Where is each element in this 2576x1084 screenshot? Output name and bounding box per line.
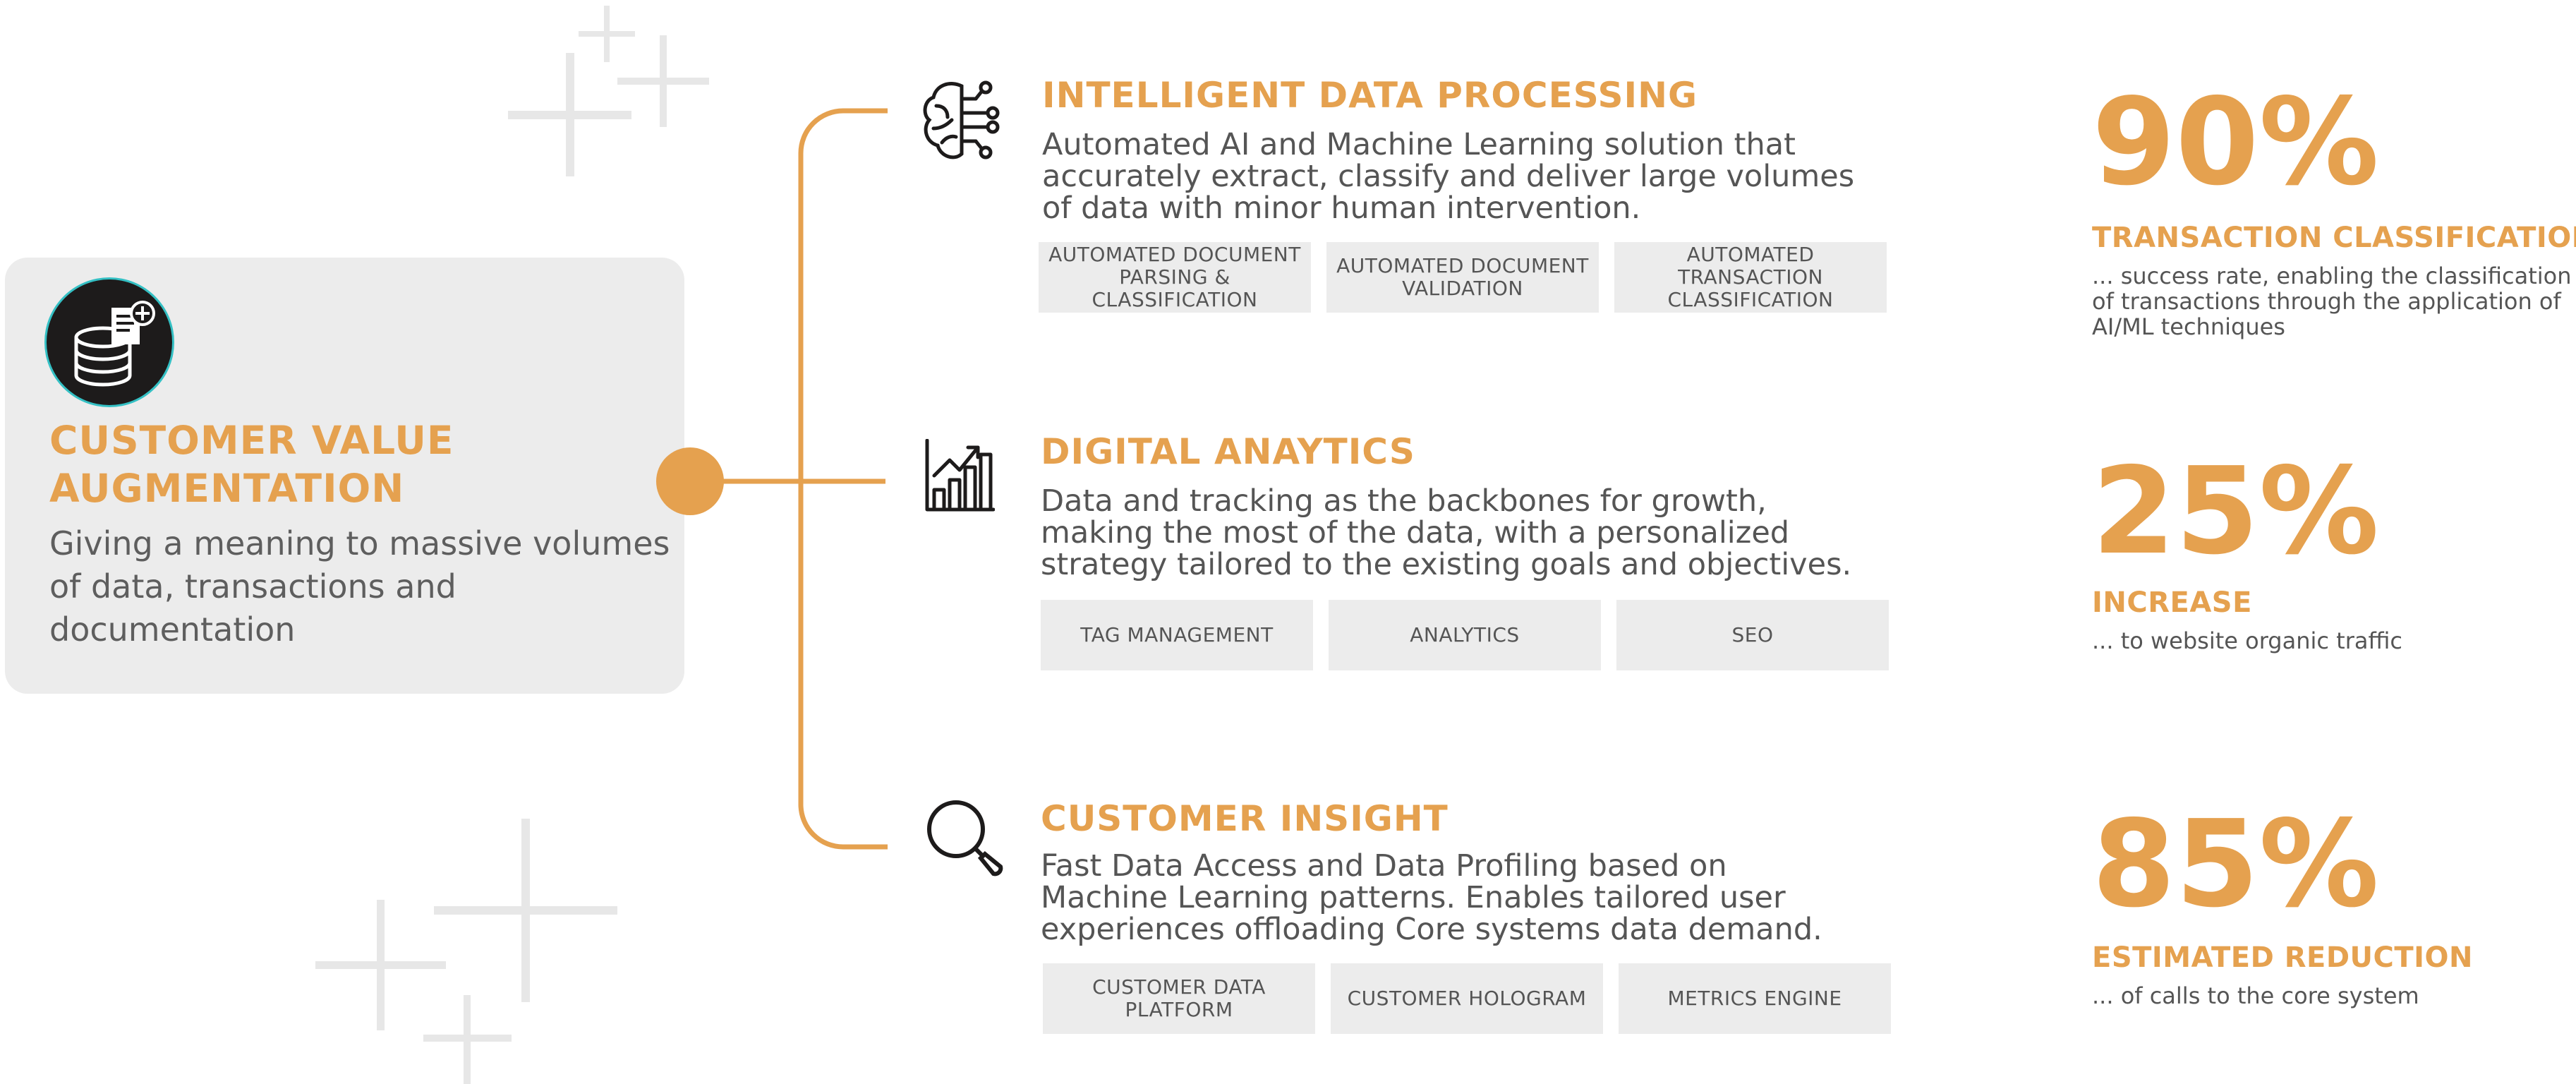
decorative-plus-icon [434,819,617,1002]
stat-description-estimated-reduction: ... of calls to the core system [2092,982,2419,1009]
tag-automated-transaction-classification: AUTOMATED TRANSACTION CLASSIFICATION [1614,242,1887,313]
tag-metrics-engine: METRICS ENGINE [1619,963,1891,1034]
stat-value-increase: 25% [2092,442,2379,582]
tag-automated-document-parsing: AUTOMATED DOCUMENT PARSING & CLASSIFICAT… [1039,242,1311,313]
tag-tag-management: TAG MANAGEMENT [1041,600,1313,670]
stat-value-estimated-reduction: 85% [2092,795,2379,934]
decorative-plus-icon [508,53,631,176]
decorative-plus-icon [617,35,709,127]
section-title-digital-analytics: DIGITAL ANAYTICS [1041,431,1415,472]
section-description-customer-insight: Fast Data Access and Data Profiling base… [1041,848,1822,947]
section-title-intelligent-data-processing: INTELLIGENT DATA PROCESSING [1042,75,1698,116]
stat-value-transaction-classification: 90% [2092,73,2379,212]
section-title-customer-insight: CUSTOMER INSIGHT [1041,798,1449,839]
hub-connector-dot [656,447,724,515]
stat-description-increase: ... to website organic traffic [2092,627,2402,654]
bar-chart-growth-icon [924,438,996,513]
stat-title-estimated-reduction: ESTIMATED REDUCTION [2092,941,2474,974]
tag-seo: SEO [1616,600,1889,670]
customer-value-description: Giving a meaning to massive volumes of d… [49,524,670,649]
tag-automated-document-validation: AUTOMATED DOCUMENT VALIDATION [1326,242,1599,313]
stat-title-increase: INCREASE [2092,586,2252,619]
decorative-plus-icon [315,900,446,1030]
decorative-plus-icon [423,995,512,1084]
customer-value-title: CUSTOMER VALUE AUGMENTATION [49,418,454,511]
connector-lines [713,108,888,850]
brain-circuit-icon [921,78,1005,166]
section-description-intelligent-data-processing: Automated AI and Machine Learning soluti… [1042,127,1855,226]
stat-description-transaction-classification: ... success rate, enabling the classific… [2092,263,2572,340]
database-document-add-icon [47,279,172,405]
section-description-digital-analytics: Data and tracking as the backbones for g… [1041,483,1852,582]
stat-title-transaction-classification: TRANSACTION CLASSIFICATION [2092,222,2576,254]
tag-customer-hologram: CUSTOMER HOLOGRAM [1331,963,1603,1034]
decorative-plus-icon [579,6,635,62]
tag-customer-data-platform: CUSTOMER DATA PLATFORM [1043,963,1315,1034]
tag-analytics: ANALYTICS [1329,600,1601,670]
magnifying-glass-icon [924,797,1005,882]
